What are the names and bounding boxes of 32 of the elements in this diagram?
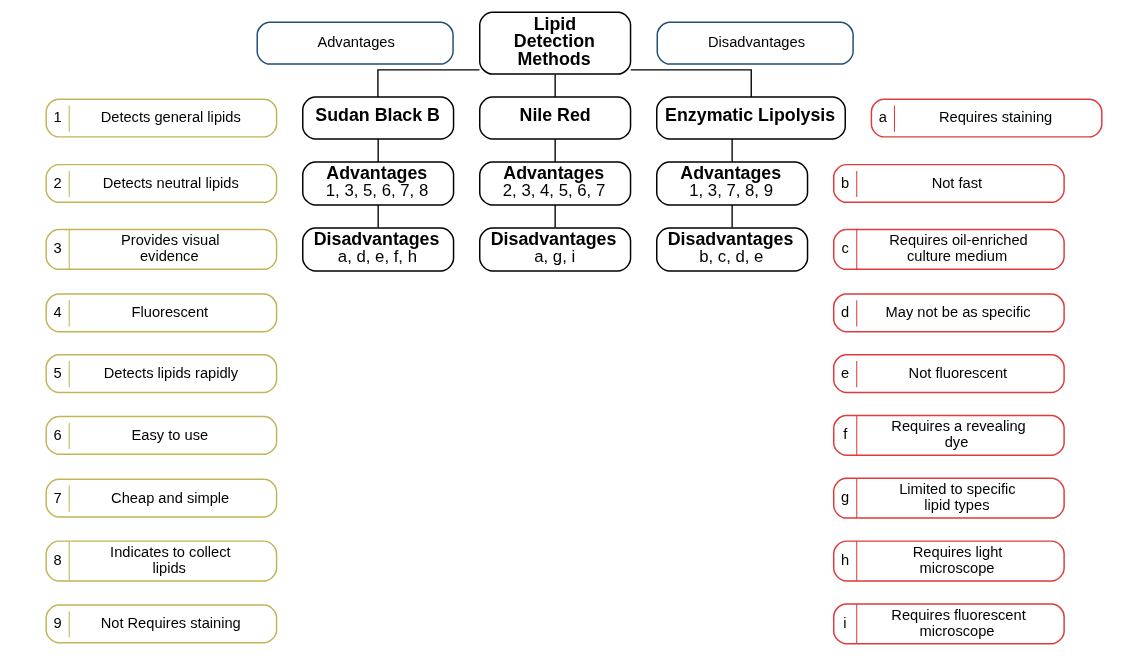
node-box: 6 Easy to use [44,415,277,455]
node-box: 2 Detects neutral lipids [44,163,277,204]
node-box: e Not fluorescent [832,353,1065,394]
node-box: 9 Not Requires staining [44,604,277,644]
node-box: a Requires staining [870,98,1103,138]
node-box: 5 Detects lipids rapidly [44,353,277,394]
connector [730,204,733,229]
node-box: Advantages 2, 3, 4, 5, 6, 7 [478,161,631,206]
node-box: 1 Detects general lipids [44,98,277,138]
node-box: d May not be as specific [832,293,1065,333]
connector [377,204,379,229]
node-box: b Not fast [832,163,1065,204]
node-box: Lipid Detection Methods [478,11,631,75]
node-box: Advantages 1, 3, 5, 6, 7, 8 [301,161,454,206]
connector [553,204,556,229]
node-box: Disadvantages a, d, e, f, h [301,227,454,272]
node-box: Nile Red [478,96,631,140]
connector [629,69,752,98]
node-box: 7 Cheap and simple [44,478,277,518]
node-box: 4 Fluorescent [44,293,277,333]
node-box: Enzymatic Lipolysis [655,96,846,140]
node-box: Advantages [255,21,454,65]
node-box: Disadvantages a, g, i [478,227,631,272]
connector [730,138,733,163]
node-box: Advantages 1, 3, 7, 8, 9 [655,161,808,206]
node-box: Disadvantages [656,21,854,65]
connector [376,69,480,98]
node-box: Sudan Black B [301,96,454,140]
node-box: Disadvantages b, c, d, e [655,227,808,272]
connector [377,138,379,163]
connector [553,138,556,163]
connector [553,73,556,98]
